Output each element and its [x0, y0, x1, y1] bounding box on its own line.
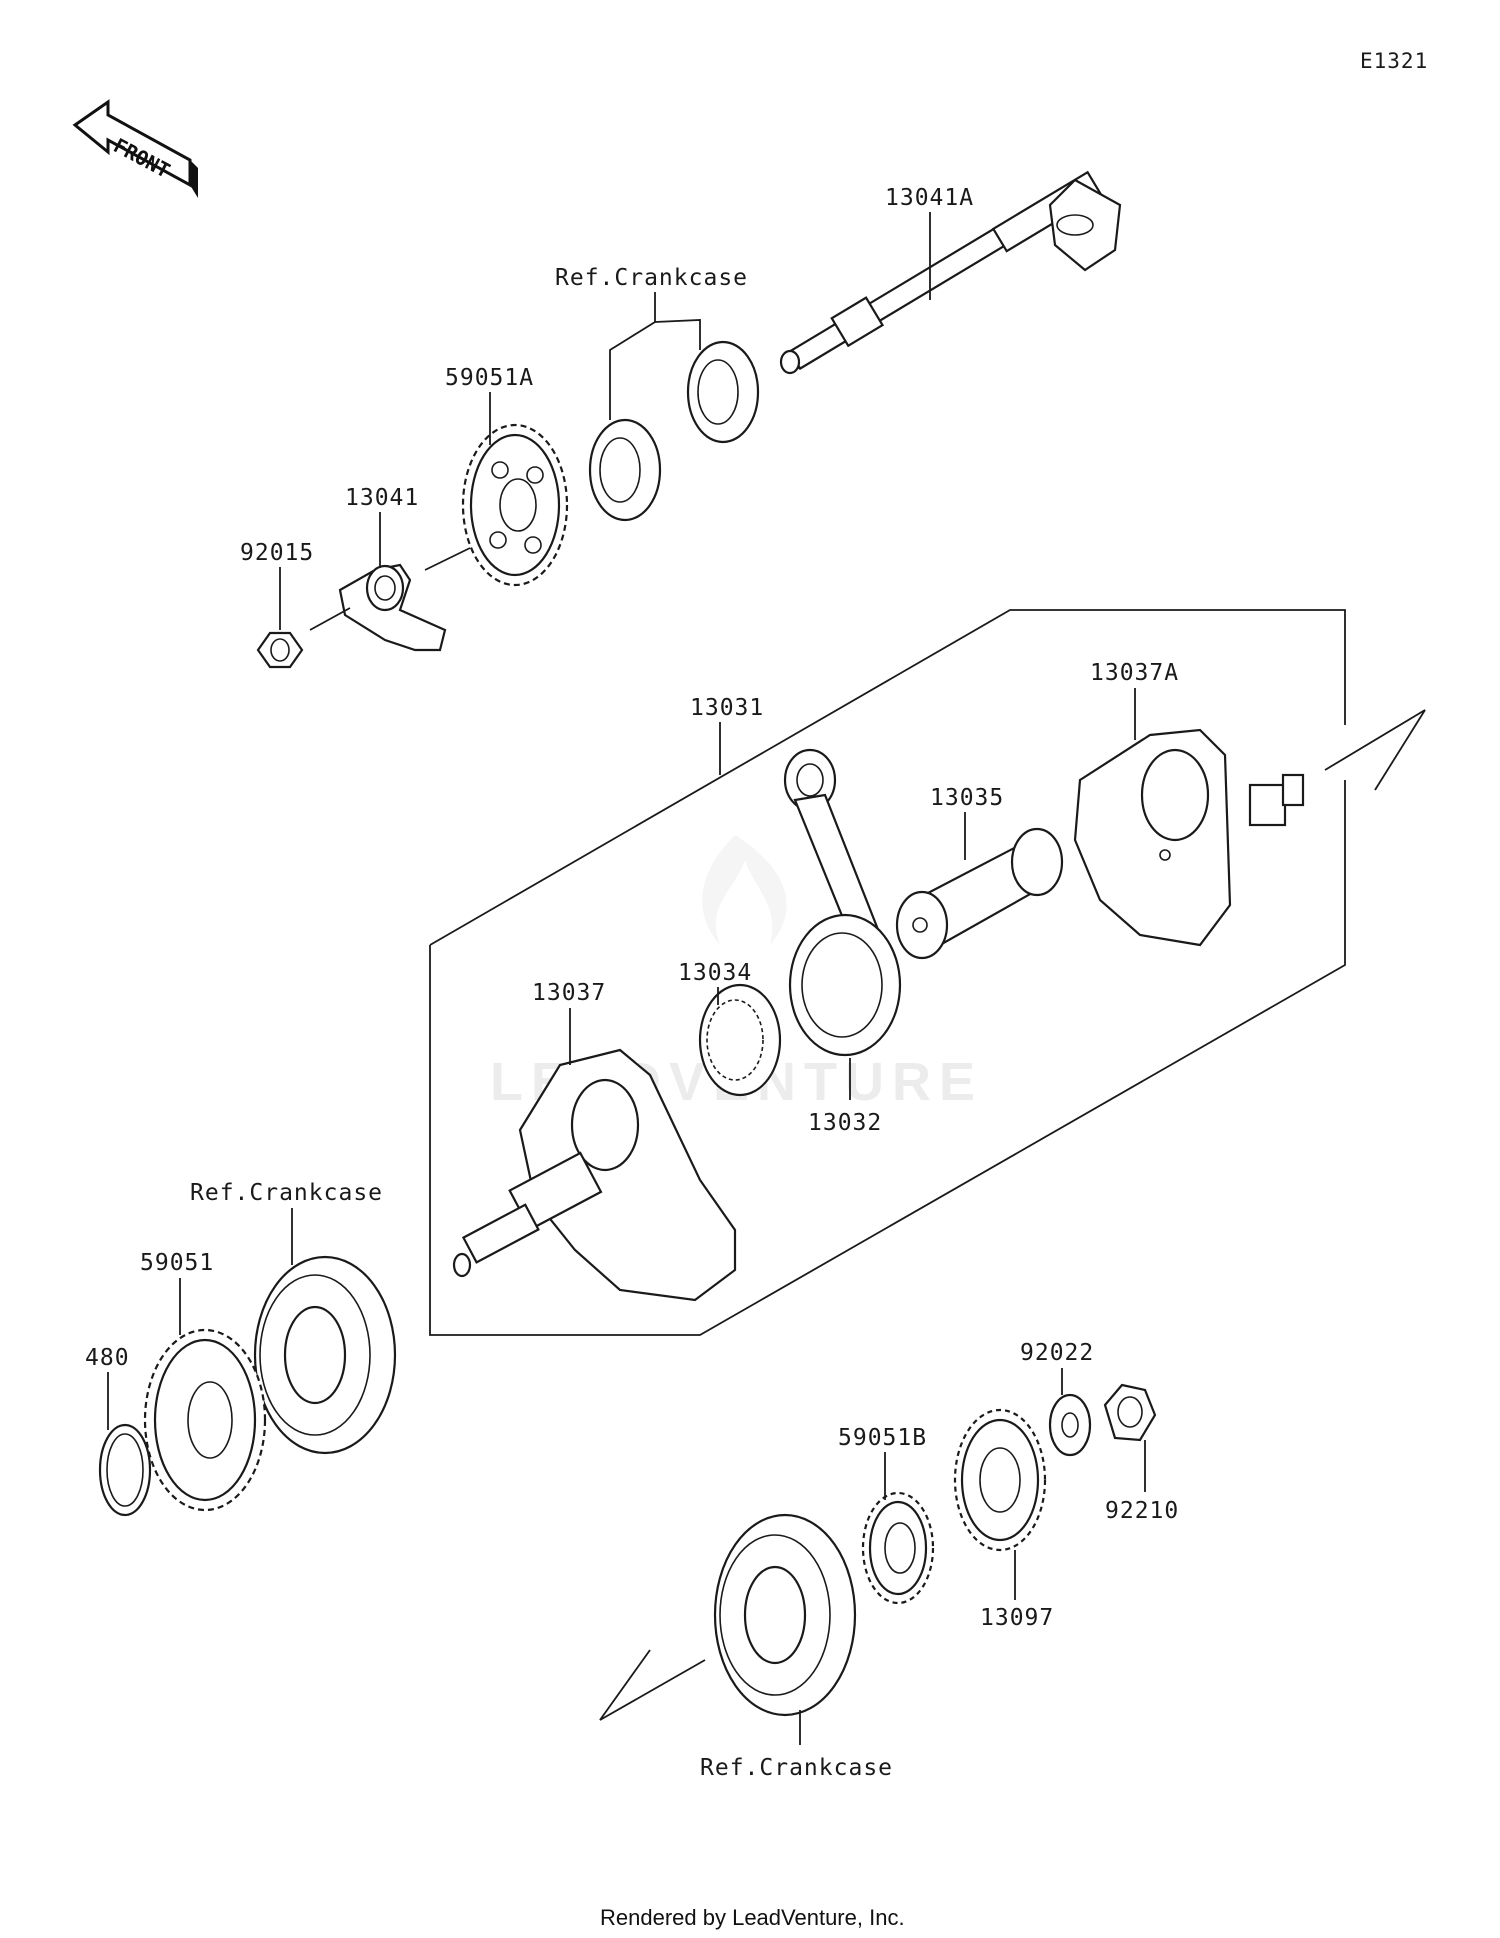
label-13041A: 13041A	[885, 185, 974, 211]
label-59051: 59051	[140, 1250, 214, 1276]
crank-pin-13035	[895, 827, 1064, 960]
label-92015: 92015	[240, 540, 314, 566]
nut-92210	[1103, 1383, 1157, 1442]
label-13041: 13041	[345, 485, 419, 511]
label-13097: 13097	[980, 1605, 1054, 1631]
label-92022: 92022	[1020, 1340, 1094, 1366]
nut-92015	[256, 631, 304, 669]
label-13037A: 13037A	[1090, 660, 1179, 686]
gear-13097	[953, 1408, 1047, 1552]
connecting-rod-13032	[783, 748, 902, 1057]
label-480: 480	[85, 1345, 130, 1371]
gear-59051B	[861, 1491, 935, 1605]
label-13035: 13035	[930, 785, 1004, 811]
needle-bearing-13034	[698, 983, 782, 1097]
label-13032: 13032	[808, 1110, 882, 1136]
label-13034: 13034	[678, 960, 752, 986]
label-59051B: 59051B	[838, 1425, 927, 1451]
crankcase-bearing-left	[253, 1255, 397, 1455]
gear-59051A	[461, 423, 569, 587]
label-13037: 13037	[532, 980, 606, 1006]
label-ref-crankcase-bottom: Ref.Crankcase	[700, 1755, 893, 1781]
label-ref-crankcase-left: Ref.Crankcase	[190, 1180, 383, 1206]
washer-92022	[1048, 1393, 1092, 1457]
circlip-480	[98, 1423, 152, 1517]
label-92210: 92210	[1105, 1498, 1179, 1524]
balancer-weight-13041	[338, 563, 447, 652]
diagram-code: E1321	[1360, 49, 1428, 73]
balancer-shaft-13041A	[779, 170, 1122, 375]
crankcase-bearing-top	[588, 340, 760, 522]
crankcase-bearing-bottom	[713, 1513, 857, 1717]
footer-credit: Rendered by LeadVenture, Inc.	[600, 1905, 905, 1930]
crank-half-13037	[452, 1048, 737, 1302]
crank-half-13037A	[1073, 728, 1305, 947]
label-13031: 13031	[690, 695, 764, 721]
label-ref-crankcase-top: Ref.Crankcase	[555, 265, 748, 291]
assembly-bracket	[429, 609, 1346, 946]
watermark-logo-icon	[702, 835, 787, 945]
front-arrow-icon: FRONT	[72, 99, 198, 198]
gear-59051	[143, 1328, 267, 1512]
label-59051A: 59051A	[445, 365, 534, 391]
